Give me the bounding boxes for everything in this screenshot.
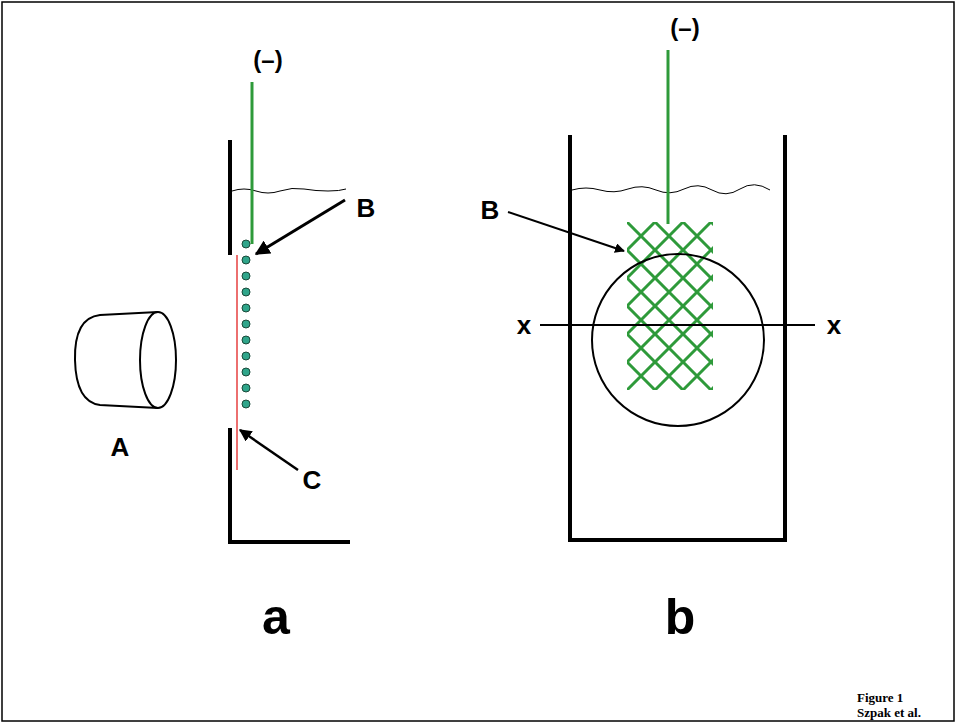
cathode-lead <box>251 82 254 244</box>
section-label: x <box>827 312 841 338</box>
panel-label: b <box>665 592 696 642</box>
leader-line <box>508 212 624 251</box>
ir-camera <box>75 312 176 408</box>
polarity-label: (–) <box>253 48 282 72</box>
cell-wall <box>230 428 350 542</box>
section-line <box>540 324 815 326</box>
cell-wall <box>570 135 785 540</box>
panel-label: a <box>262 592 290 642</box>
window <box>592 254 764 426</box>
cell-wall <box>228 140 232 255</box>
window-film <box>236 255 237 470</box>
part-label: A <box>111 434 130 460</box>
cathode-lead <box>667 50 670 224</box>
liquid-surface <box>572 185 770 194</box>
liquid-surface <box>232 188 346 193</box>
part-label: B <box>481 197 500 223</box>
polarity-label: (–) <box>670 16 699 40</box>
panel-b <box>508 50 815 540</box>
cathode-mesh <box>627 222 713 390</box>
cathode-mesh-section <box>242 240 250 408</box>
leader-line <box>256 200 345 254</box>
author-credit: Szpak et al. <box>857 706 921 719</box>
part-label: B <box>357 195 376 221</box>
panel-a <box>75 82 350 542</box>
section-label: x <box>517 312 531 338</box>
figure-number: Figure 1 <box>857 691 903 704</box>
leader-line <box>240 430 298 470</box>
part-label: C <box>303 467 322 493</box>
